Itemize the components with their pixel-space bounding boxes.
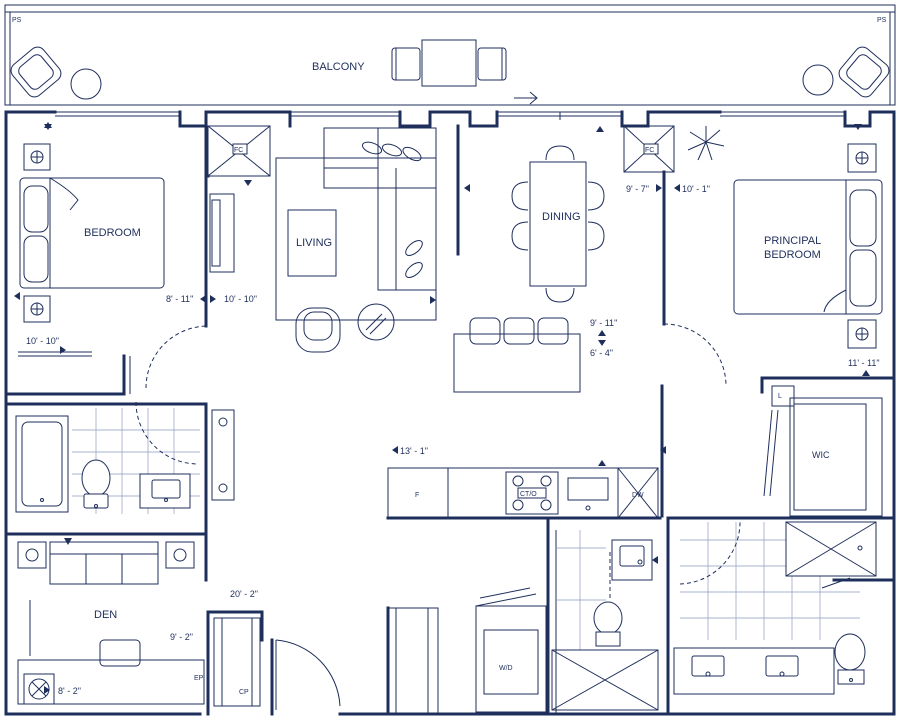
- dining-table-icon: [511, 145, 605, 303]
- coffee-table-icon: [287, 209, 337, 277]
- walk-in-closet: L WIC: [660, 376, 896, 520]
- balcony-table-icon: [391, 39, 507, 87]
- living: LIVING: [275, 127, 470, 353]
- ep-label: EP: [194, 675, 204, 682]
- exterior-walls: [4, 110, 896, 716]
- round-side-table-icon: [357, 303, 395, 341]
- closet-icon: [213, 617, 261, 707]
- bedroom-label: BEDROOM: [84, 227, 141, 239]
- kitchen-sink-icon: [567, 477, 609, 511]
- ps-right-label: PS: [877, 17, 887, 24]
- fc-left-label: FC: [234, 147, 243, 154]
- wic-label: WIC: [812, 450, 830, 460]
- side-table-right-icon: [802, 64, 834, 96]
- side-table-left-icon: [70, 68, 102, 100]
- bathtub-icon: [15, 415, 69, 513]
- fc-right-label: FC: [645, 147, 654, 154]
- principal-label-1: PRINCIPAL: [764, 235, 821, 247]
- lounge-chair-right-icon: [838, 46, 890, 98]
- bathroom-center: [546, 516, 659, 716]
- island-length-dim: 9' - 11": [590, 318, 617, 328]
- bedroom-length-dim: 10' - 10": [224, 294, 257, 304]
- principal-ensuite: [666, 516, 896, 716]
- pillow-icons: [361, 141, 423, 278]
- sofa-den-icon: [49, 541, 159, 585]
- den-label: DEN: [94, 609, 117, 621]
- dining-label: DINING: [542, 211, 581, 223]
- principal-bedroom: PRINCIPAL BEDROOM 11' - 11": [687, 124, 883, 376]
- fc-closet-right: FC: [596, 125, 675, 173]
- dishwasher-label: DW: [632, 492, 644, 499]
- sink-left-icon: [139, 473, 191, 509]
- sectional-sofa-icon: [323, 127, 437, 291]
- foyer: 20' - 2" CP: [206, 589, 439, 716]
- kitchen-island: 9' - 11" 6' - 4": [453, 317, 617, 393]
- island-width-dim: 6' - 4": [590, 348, 613, 358]
- bedroom-width-dim: 8' - 11": [166, 294, 193, 304]
- den-fan-icon: [23, 673, 55, 705]
- foyer-dim: 20' - 2": [230, 589, 258, 599]
- principal-label-2: BEDROOM: [764, 249, 821, 261]
- lounge-chair-left-icon: [10, 46, 62, 98]
- armchair-icon: [295, 307, 341, 353]
- ensuite-shower-icon: [785, 521, 877, 577]
- dining-width-dim: 9' - 7": [626, 184, 649, 194]
- bed-icon: [19, 177, 165, 289]
- nightstand-lamp-icon: [23, 143, 51, 323]
- den-lamp-left-icon: [17, 541, 47, 569]
- bedroom: BEDROOM 8' - 11" 10' - 10" 10' - 10": [4, 122, 257, 396]
- kitchen-counter: 13' - 1" F CT/O DW: [386, 446, 662, 520]
- kitchen-dim: 13' - 1": [400, 446, 428, 456]
- plant-icon: [687, 126, 725, 161]
- shower-center-icon: [551, 649, 659, 711]
- bathroom-left: [4, 401, 235, 536]
- desk-icon: [17, 639, 205, 705]
- wd-label: W/D: [499, 665, 513, 672]
- cooktop-icon: [505, 471, 559, 515]
- balcony-label: BALCONY: [312, 61, 365, 73]
- balcony: PS PS BALCONY: [4, 4, 896, 106]
- ensuite-sink-icons: [691, 655, 799, 677]
- principal-nightstand-icon: [847, 143, 877, 349]
- toilet-left-icon: [81, 459, 111, 509]
- den-width-dim: 9' - 2": [170, 632, 193, 642]
- closet-label: CP: [239, 689, 249, 696]
- den: DEN 9' - 2" 8' - 2" EP: [4, 532, 208, 705]
- laundry: W/D: [475, 587, 547, 713]
- principal-bed-icon: [733, 179, 883, 315]
- entry-arrow-icon: [514, 91, 538, 105]
- fridge-label: F: [415, 492, 419, 499]
- fc-closet-left: FC: [204, 125, 271, 186]
- living-label: LIVING: [296, 237, 332, 249]
- den-length-dim: 8' - 2": [58, 686, 81, 696]
- linen-label: L: [778, 393, 782, 400]
- dining: DINING 9' - 7" 10' - 1": [511, 145, 727, 387]
- bedroom-closet-dim: 10' - 10": [26, 336, 59, 346]
- cooktop-label: CT/O: [520, 491, 537, 498]
- ps-left-label: PS: [12, 17, 22, 24]
- toilet-center-icon: [593, 601, 623, 647]
- ensuite-toilet-icon: [834, 633, 866, 685]
- dresser-icon: [209, 193, 235, 273]
- den-lamp-right-icon: [165, 541, 195, 569]
- principal-dim: 11' - 11": [848, 358, 880, 368]
- dining-length-dim: 10' - 1": [682, 184, 710, 194]
